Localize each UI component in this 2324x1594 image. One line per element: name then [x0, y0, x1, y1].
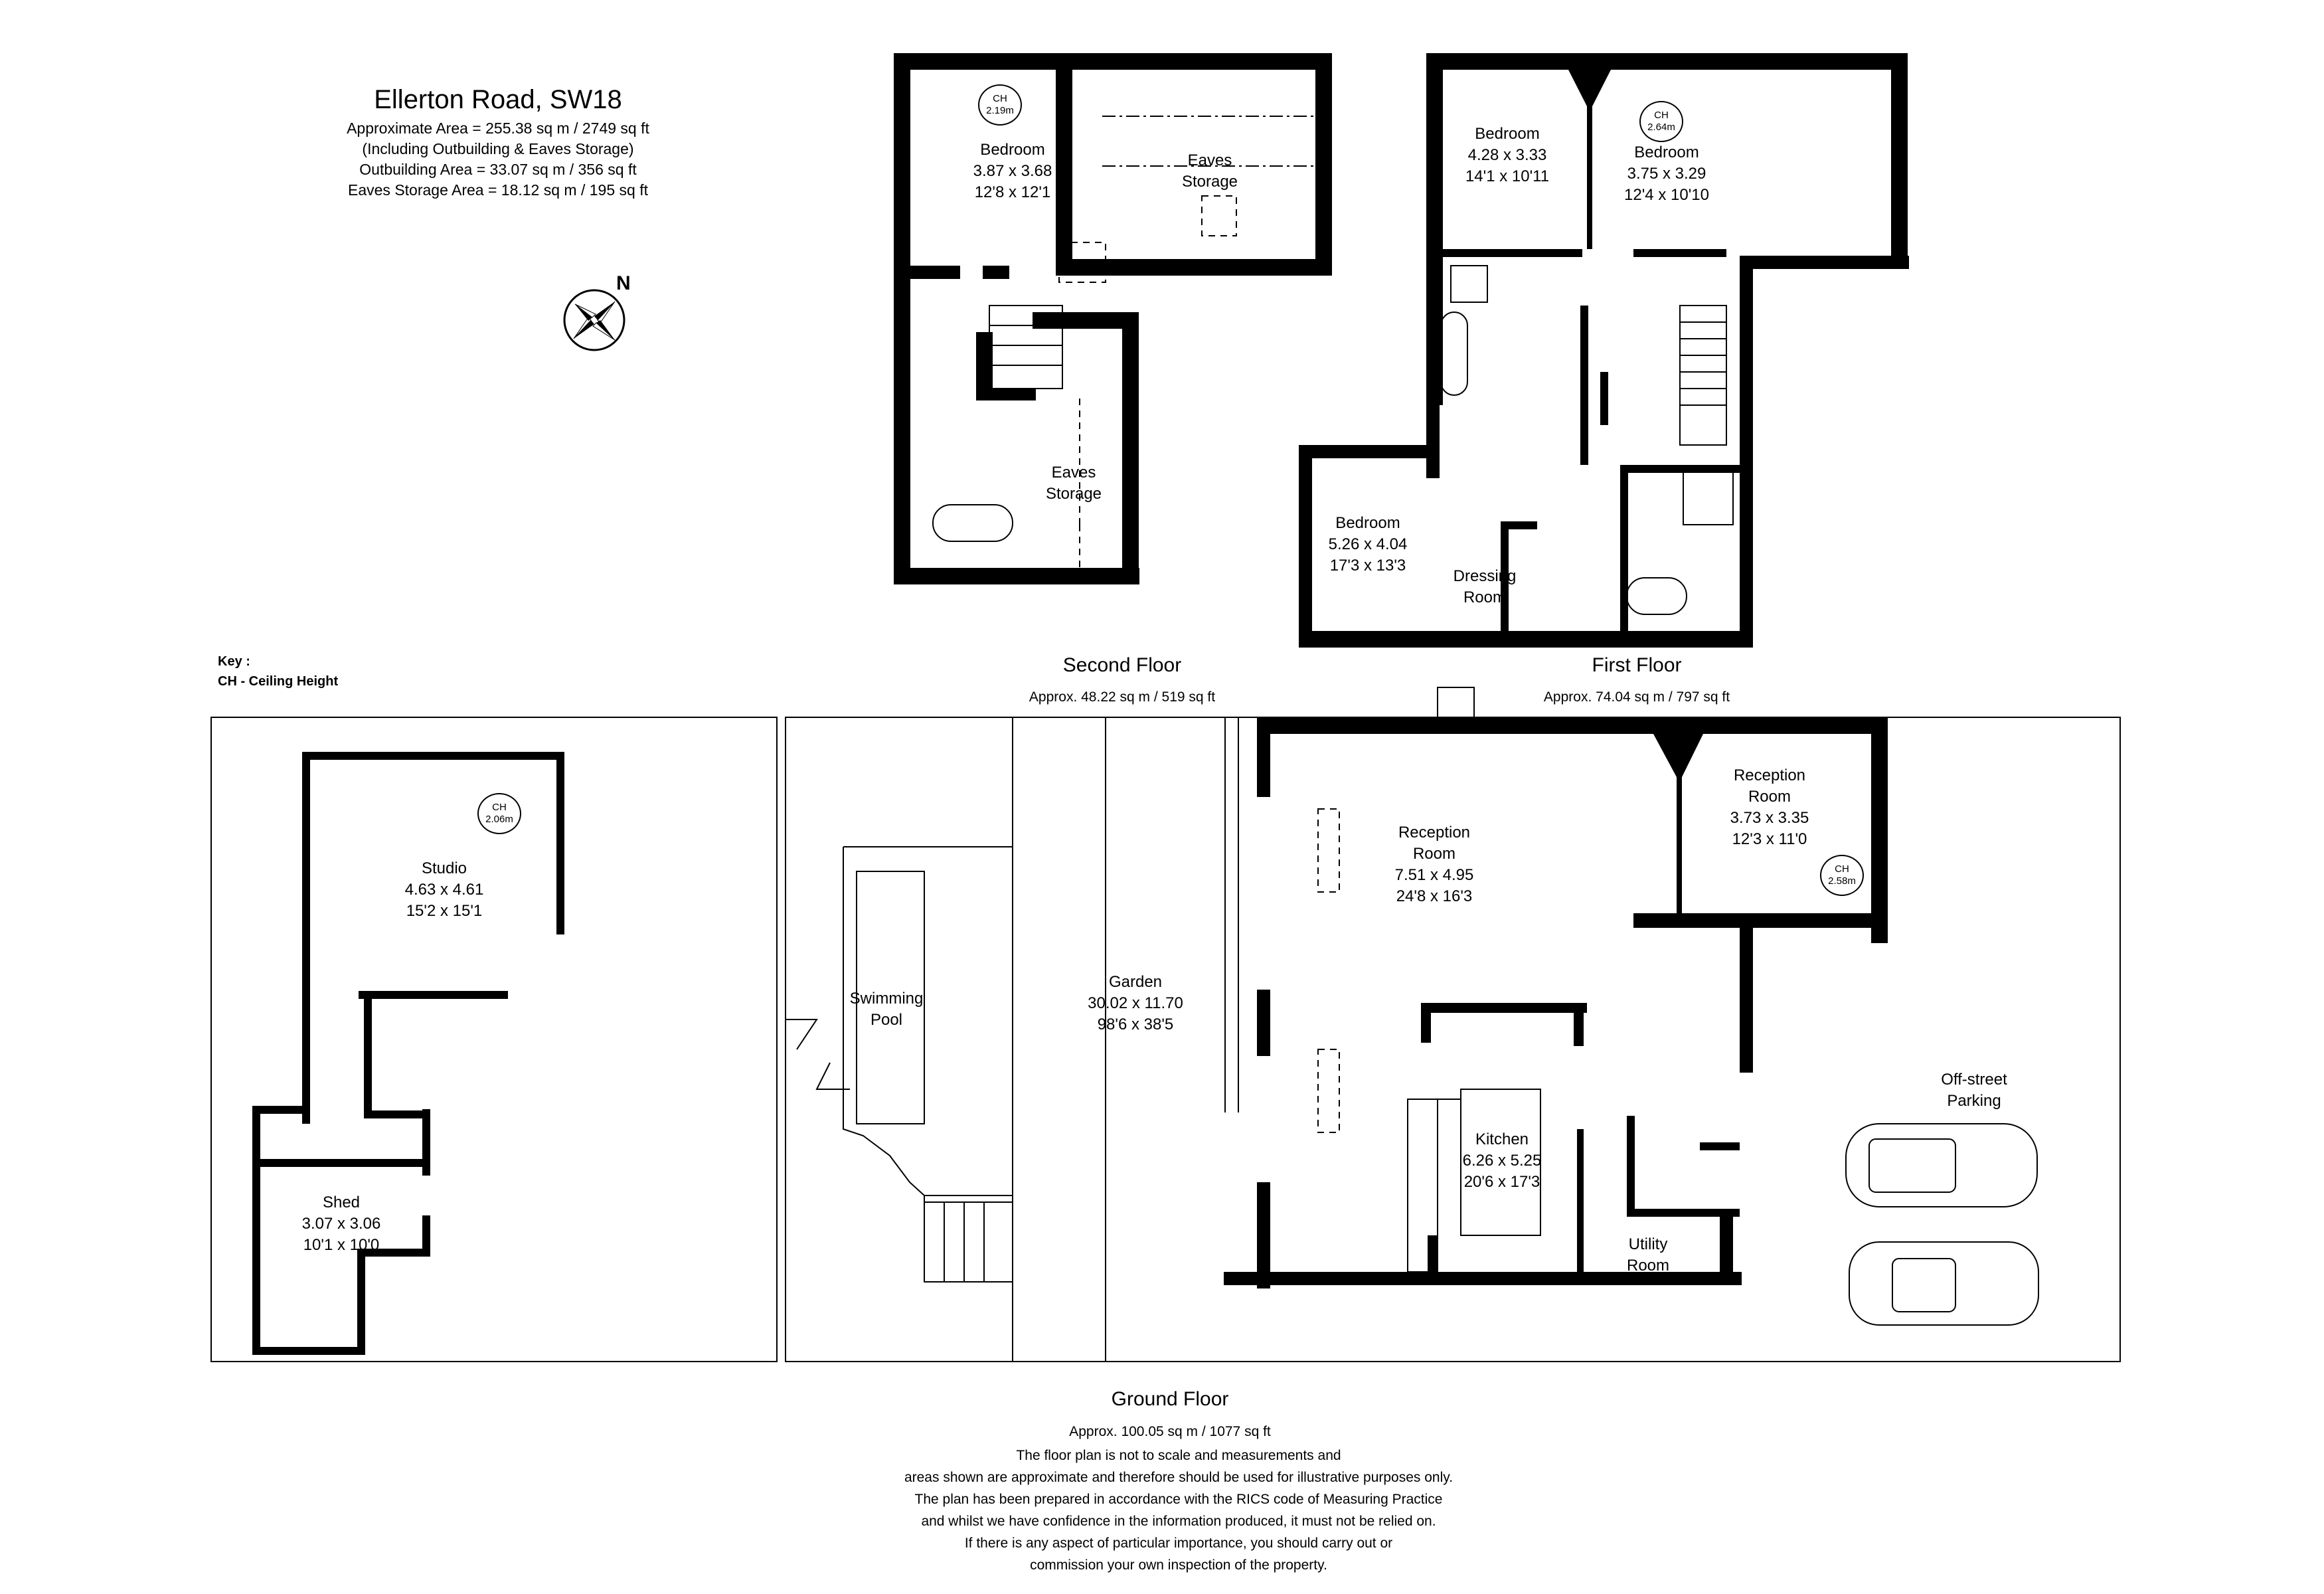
key-entry: CH - Ceiling Height [218, 674, 339, 689]
property-title: Ellerton Road, SW18 [374, 85, 622, 114]
outbuilding-area: Outbuilding Area = 33.07 sq m / 356 sq f… [359, 161, 637, 178]
total-area: Approximate Area = 255.38 sq m / 2749 sq… [347, 120, 649, 137]
floor-title-ground: Ground Floor [1111, 1388, 1229, 1410]
north-compass-rose-icon [558, 286, 631, 352]
north-label: N [616, 272, 631, 294]
floor-area-ground: Approx. 100.05 sq m / 1077 sq ft [1069, 1424, 1271, 1439]
floor-area-second: Approx. 48.22 sq m / 519 sq ft [1029, 689, 1216, 705]
floor-title-second: Second Floor [1062, 654, 1182, 676]
eaves-storage-area: Eaves Storage Area = 18.12 sq m / 195 sq… [348, 181, 648, 199]
floor-area-first: Approx. 74.04 sq m / 797 sq ft [1543, 689, 1730, 705]
area-note: (Including Outbuilding & Eaves Storage) [362, 140, 634, 157]
key-title: Key : [218, 654, 250, 669]
car-icon [1845, 1123, 2039, 1326]
disclaimer: The floor plan is not to scale and measu… [904, 1448, 1453, 1573]
floor-title-first: First Floor [1592, 654, 1682, 676]
